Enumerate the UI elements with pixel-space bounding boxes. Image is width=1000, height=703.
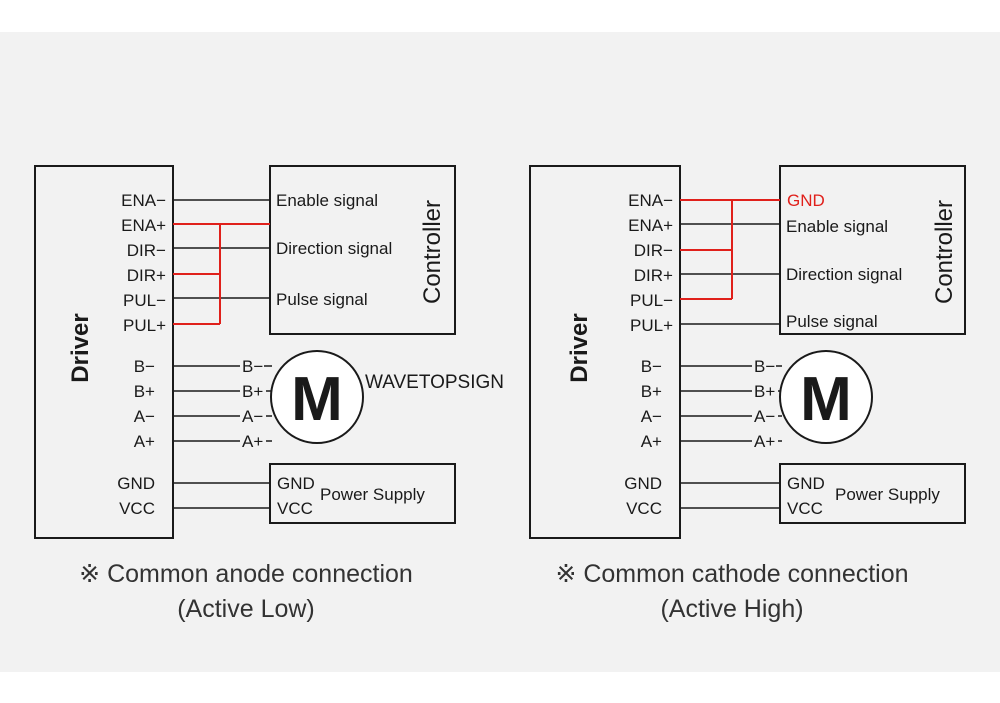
right-pin-dir-plus: DIR+ — [634, 266, 673, 285]
left-ps-pin-gnd: GND — [277, 474, 315, 493]
left-pin-a-plus: A+ — [134, 432, 155, 451]
left-motor-pin-a-minus: A− — [242, 407, 263, 426]
right-motor-pin-a-plus: A+ — [754, 432, 775, 451]
right-enable-signal: Enable signal — [786, 217, 888, 236]
right-pin-vcc: VCC — [626, 499, 662, 518]
left-controller-label: Controller — [419, 200, 446, 304]
left-pulse-signal: Pulse signal — [276, 290, 368, 309]
left-pin-b-plus: B+ — [134, 382, 155, 401]
right-common-cathode-wire — [680, 199, 780, 300]
right-motor-pin-a-minus: A− — [754, 407, 775, 426]
left-power-supply-box — [269, 463, 456, 524]
right-direction-signal: Direction signal — [786, 265, 902, 284]
right-gnd-label: GND — [787, 191, 825, 210]
right-controller-label: Controller — [931, 200, 958, 304]
left-motor-label: M — [291, 365, 343, 434]
left-motor-wires — [173, 365, 272, 442]
left-pin-pul-plus: PUL+ — [123, 316, 166, 335]
left-motor-pin-a-plus: A+ — [242, 432, 263, 451]
left-motor-pin-b-minus: B− — [242, 357, 263, 376]
left-motor-pin-b-plus: B+ — [242, 382, 263, 401]
left-pin-ena-minus: ENA− — [121, 191, 166, 210]
right-pin-b-plus: B+ — [641, 382, 662, 401]
left-pin-vcc: VCC — [119, 499, 155, 518]
right-pin-dir-minus: DIR− — [634, 241, 673, 260]
left-ps-pin-vcc: VCC — [277, 499, 313, 518]
right-pin-a-plus: A+ — [641, 432, 662, 451]
right-ps-pin-gnd: GND — [787, 474, 825, 493]
right-driver-box — [529, 165, 681, 539]
right-pulse-signal: Pulse signal — [786, 312, 878, 331]
left-diagram: Driver ENA− ENA+ DIR− DIR+ PUL− PUL+ Con… — [34, 165, 456, 623]
left-pin-dir-minus: DIR− — [127, 241, 166, 260]
right-pin-ena-minus: ENA− — [628, 191, 673, 210]
left-caption-line1: ※ Common anode connection — [79, 560, 413, 588]
right-pin-b-minus: B− — [641, 357, 662, 376]
left-pin-pul-minus: PUL− — [123, 291, 166, 310]
left-power-supply-label: Power Supply — [320, 485, 425, 504]
right-caption-line2: (Active High) — [660, 595, 803, 623]
right-ps-pin-vcc: VCC — [787, 499, 823, 518]
left-direction-signal: Direction signal — [276, 239, 392, 258]
left-enable-signal: Enable signal — [276, 191, 378, 210]
right-motor-pin-b-minus: B− — [754, 357, 775, 376]
left-pin-a-minus: A− — [134, 407, 155, 426]
right-pin-ena-plus: ENA+ — [628, 216, 673, 235]
left-driver-box — [34, 165, 174, 539]
left-controller-box — [269, 165, 456, 335]
right-power-supply-label: Power Supply — [835, 485, 940, 504]
left-caption-line2: (Active Low) — [177, 595, 315, 623]
left-pin-ena-plus: ENA+ — [121, 216, 166, 235]
left-pin-dir-plus: DIR+ — [127, 266, 166, 285]
right-diagram: Driver ENA− ENA+ DIR− DIR+ PUL− PUL+ Con… — [529, 165, 966, 623]
right-motor-circle — [779, 350, 873, 444]
left-motor-circle — [270, 350, 364, 444]
right-pin-pul-plus: PUL+ — [630, 316, 673, 335]
right-caption-line1: ※ Common cathode connection — [555, 560, 908, 588]
left-pin-gnd: GND — [117, 474, 155, 493]
right-pin-a-minus: A− — [641, 407, 662, 426]
right-power-supply-box — [779, 463, 966, 524]
watermark-text: WAVETOPSIGN — [365, 372, 504, 393]
right-controller-box — [779, 165, 966, 335]
left-common-anode-wire — [173, 223, 270, 325]
right-pin-gnd: GND — [624, 474, 662, 493]
left-pin-b-minus: B− — [134, 357, 155, 376]
left-driver-label: Driver — [67, 313, 94, 382]
right-driver-label: Driver — [566, 313, 593, 382]
right-motor-pin-b-plus: B+ — [754, 382, 775, 401]
right-motor-wires — [680, 365, 782, 442]
right-pin-pul-minus: PUL− — [630, 291, 673, 310]
right-motor-label: M — [800, 365, 852, 434]
